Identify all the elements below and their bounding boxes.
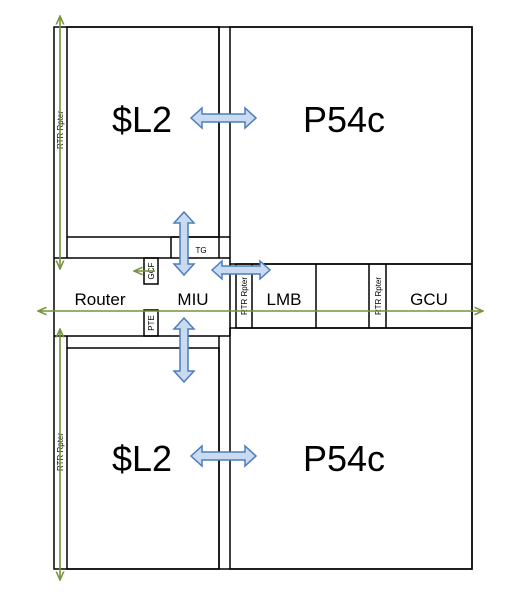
l2-top-label: $L2 bbox=[112, 99, 172, 140]
blue-arrow-bottom-l2-core bbox=[189, 444, 258, 468]
rtr-rpter-right-label: RTR Rpter bbox=[374, 277, 383, 315]
lmb-label: LMB bbox=[267, 290, 302, 309]
tg-label: TG bbox=[195, 246, 206, 255]
router-label: Router bbox=[74, 290, 125, 309]
pte-label: PTE bbox=[147, 315, 156, 331]
rtr-rpter-mid-label: RTR Rpter bbox=[240, 277, 249, 315]
blue-arrow-miu-down bbox=[172, 316, 196, 384]
l2-bottom-label: $L2 bbox=[112, 438, 172, 479]
core-top-block bbox=[229, 26, 473, 265]
core-bottom-block bbox=[229, 327, 473, 570]
core-top-label: P54c bbox=[303, 99, 385, 140]
blue-arrow-miu-lmb bbox=[210, 259, 272, 281]
blue-arrow-miu-up bbox=[172, 210, 196, 277]
gcu-label: GCU bbox=[410, 290, 448, 309]
core-bottom-label: P54c bbox=[303, 438, 385, 479]
blue-arrow-top-l2-core bbox=[189, 106, 258, 130]
miu-label: MIU bbox=[177, 290, 208, 309]
